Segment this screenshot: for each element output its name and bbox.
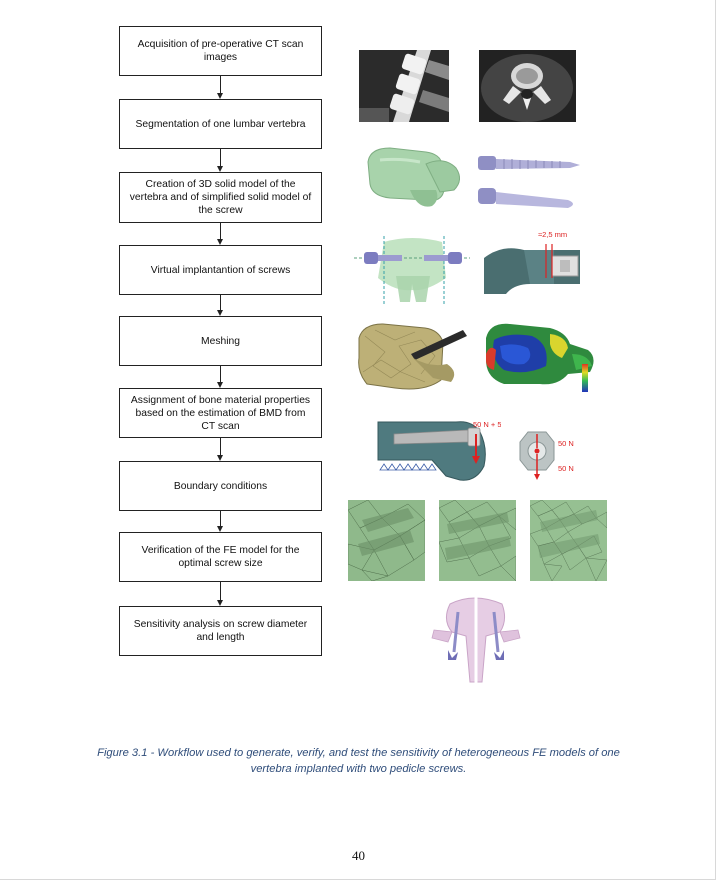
verification-mesh-2: [439, 500, 516, 581]
screw-load-detail: 50 N 50 N: [519, 431, 574, 480]
screw-solid-models: [478, 156, 580, 208]
caption-line-2: vertebra implanted with two pedicle scre…: [250, 763, 467, 775]
flow-arrow: [217, 582, 223, 606]
sensitivity-analysis-model: [431, 596, 521, 686]
workflow-step-solid-model: Creation of 3D solid model of the verteb…: [119, 172, 322, 223]
load-top-label: 50 N: [558, 439, 574, 448]
flow-arrow: [217, 438, 223, 461]
verification-mesh-3: [530, 500, 607, 581]
loaded-vertebra-model: 50 N + 50 N: [377, 420, 501, 481]
ct-sagittal-image: [359, 50, 449, 122]
flow-arrow: [217, 295, 223, 316]
workflow-step-boundary-conditions: Boundary conditions: [119, 461, 322, 511]
load-total-label: 50 N + 50 N: [473, 420, 501, 429]
caption-line-1: Figure 3.1 - Workflow used to generate, …: [97, 747, 620, 759]
flow-arrow: [217, 223, 223, 245]
workflow-step-segmentation: Segmentation of one lumbar vertebra: [119, 99, 322, 149]
flow-arrow: [217, 366, 223, 388]
page-number: 40: [352, 848, 365, 863]
workflow-step-ct-acquisition: Acquisition of pre-operative CT scan ima…: [119, 26, 322, 76]
workflow-step-verification: Verification of the FE model for the opt…: [119, 532, 322, 582]
load-bottom-label: 50 N: [558, 464, 574, 473]
workflow-step-sensitivity-analysis: Sensitivity analysis on screw diameter a…: [119, 606, 322, 656]
implanted-vertebra-model: [354, 236, 470, 304]
flow-arrow: [217, 76, 223, 99]
flow-arrow: [217, 149, 223, 172]
workflow-step-implantation: Virtual implantantion of screws: [119, 245, 322, 295]
screw-depth-label: ≈2,5 mm: [538, 230, 567, 239]
vertebra-solid-model: [367, 147, 460, 207]
bone-density-fe-model: [486, 323, 594, 392]
workflow-step-meshing: Meshing: [119, 316, 322, 366]
ct-axial-image: [479, 50, 576, 122]
flow-arrow: [217, 511, 223, 532]
workflow-step-material-assignment: Assignment of bone material properties b…: [119, 388, 322, 438]
meshed-vertebra-model: [358, 323, 467, 390]
figure-caption: Figure 3.1 - Workflow used to generate, …: [60, 745, 657, 777]
screw-depth-detail: ≈2,5 mm: [484, 230, 580, 294]
verification-mesh-1: [348, 500, 425, 581]
